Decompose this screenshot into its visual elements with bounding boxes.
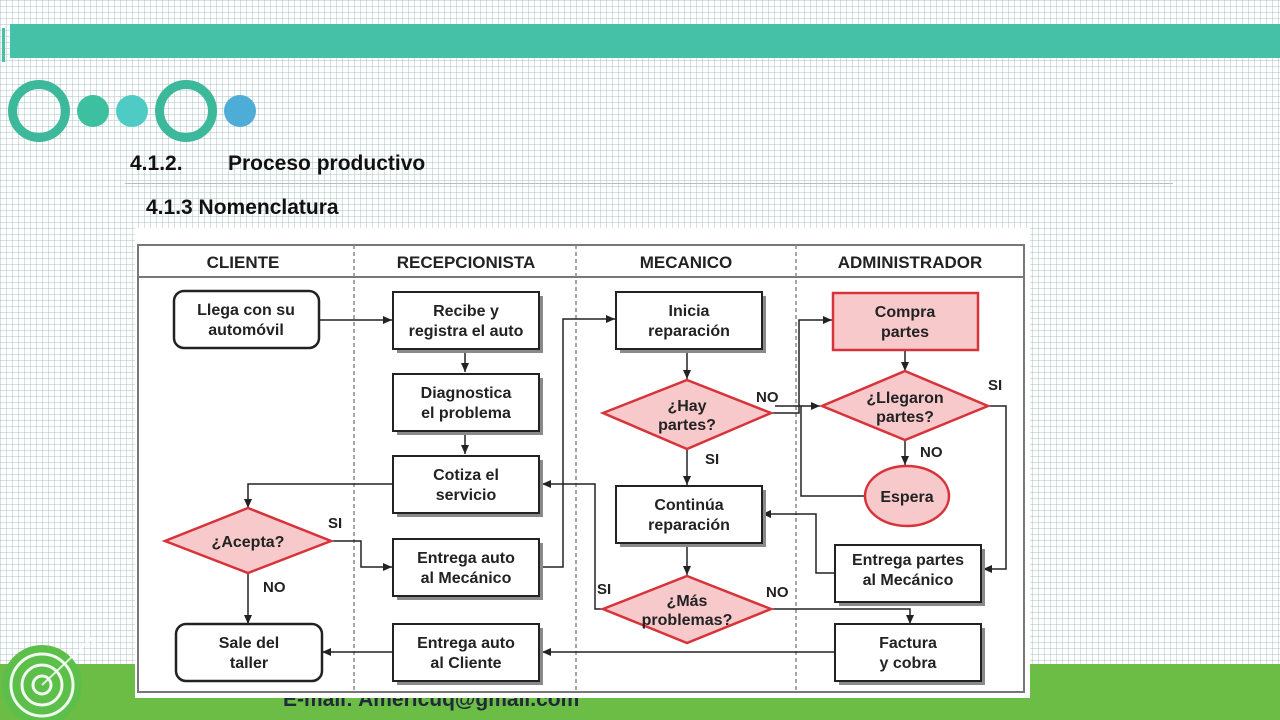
svg-text:registra el auto: registra el auto	[409, 323, 524, 340]
svg-text:partes?: partes?	[876, 409, 934, 426]
svg-text:Diagnostica: Diagnostica	[421, 385, 512, 402]
label-acepta-no: NO	[263, 579, 286, 596]
node-entrega-partes: Entrega partes al Mecánico	[834, 544, 985, 606]
node-mas-problemas: ¿Más problemas?	[599, 574, 775, 645]
svg-text:problemas?: problemas?	[642, 612, 733, 629]
arrow-entregapartes-continua	[762, 510, 835, 574]
top-left-accent	[2, 28, 5, 62]
decor-dot-3	[224, 95, 256, 127]
node-continua: Continúa reparación	[615, 485, 766, 547]
node-llegaron: ¿Llegaron partes?	[818, 369, 992, 442]
node-entrega-mecanico: Entrega auto al Mecánico	[392, 538, 543, 600]
svg-text:Sale del: Sale del	[219, 635, 279, 652]
svg-text:automóvil: automóvil	[208, 322, 284, 339]
svg-text:Espera: Espera	[880, 489, 933, 506]
arrow-entrega-inicia	[539, 315, 615, 568]
node-sale: Sale del taller	[174, 622, 324, 683]
svg-text:servicio: servicio	[436, 487, 497, 504]
svg-text:y cobra: y cobra	[880, 655, 937, 672]
top-accent-bar	[10, 24, 1280, 58]
node-acepta: ¿Acepta?	[161, 506, 335, 575]
svg-text:¿Más: ¿Más	[667, 593, 708, 610]
label-hay-si: SI	[705, 451, 719, 468]
section-heading: 4.1.2. Proceso productivo	[130, 152, 425, 176]
svg-text:al Cliente: al Cliente	[430, 655, 501, 672]
svg-text:Cotiza el: Cotiza el	[433, 467, 499, 484]
arrow-acepta-si	[331, 540, 392, 571]
flow-connectors	[244, 315, 1007, 656]
lane-header-administrador: ADMINISTRADOR	[838, 253, 983, 272]
label-mas-si: SI	[597, 581, 611, 598]
node-cotiza: Cotiza el servicio	[392, 455, 543, 517]
arrow-espera-loop	[800, 406, 864, 497]
svg-text:¿Hay: ¿Hay	[667, 398, 706, 415]
svg-text:Factura: Factura	[879, 635, 937, 652]
label-mas-no: NO	[766, 584, 789, 601]
svg-text:Recibe y: Recibe y	[433, 303, 499, 320]
svg-text:taller: taller	[230, 655, 268, 672]
node-espera: Espera	[863, 464, 951, 528]
section-number: 4.1.2.	[130, 152, 183, 175]
node-recibe: Recibe y registra el auto	[392, 291, 543, 353]
node-compra: Compra partes	[831, 291, 980, 352]
node-llega: Llega con su automóvil	[172, 289, 321, 350]
section-title: Proceso productivo	[228, 152, 426, 175]
arrow-hay-compra	[771, 316, 832, 414]
target-logo-icon	[2, 633, 97, 720]
arrow-cotiza-acepta	[244, 483, 393, 508]
svg-text:Llega con su: Llega con su	[197, 302, 295, 319]
node-entrega-cliente: Entrega auto al Cliente	[392, 623, 543, 685]
subsection-heading: 4.1.3 Nomenclatura	[146, 196, 339, 219]
svg-text:Compra: Compra	[875, 304, 936, 321]
svg-text:Entrega partes: Entrega partes	[852, 552, 964, 569]
node-factura: Factura y cobra	[834, 623, 985, 685]
svg-text:al Mecánico: al Mecánico	[421, 570, 512, 587]
lane-header-recepcionista: RECEPCIONISTA	[397, 253, 536, 272]
decor-dot-2	[116, 95, 148, 127]
decor-ring-large-1	[8, 80, 70, 142]
label-acepta-si: SI	[328, 515, 342, 532]
svg-text:Continúa: Continúa	[654, 497, 723, 514]
decor-ring-large-2	[155, 80, 217, 142]
svg-text:partes: partes	[881, 324, 929, 341]
svg-text:partes?: partes?	[658, 417, 716, 434]
svg-text:Entrega auto: Entrega auto	[417, 635, 515, 652]
label-hay-no: NO	[756, 389, 779, 406]
svg-text:reparación: reparación	[648, 323, 730, 340]
flowchart: CLIENTE RECEPCIONISTA MECANICO ADMINISTR…	[135, 228, 1030, 698]
svg-text:Entrega auto: Entrega auto	[417, 550, 515, 567]
decor-dot-1	[77, 95, 109, 127]
arrow-llegaron-si	[983, 405, 1007, 573]
svg-text:¿Acepta?: ¿Acepta?	[212, 534, 285, 551]
svg-text:reparación: reparación	[648, 517, 730, 534]
label-llegaron-no: NO	[920, 444, 943, 461]
lane-header-cliente: CLIENTE	[207, 253, 280, 272]
svg-text:al Mecánico: al Mecánico	[863, 572, 954, 589]
node-inicia: Inicia reparación	[615, 291, 766, 353]
heading-divider	[125, 183, 1173, 184]
svg-text:el problema: el problema	[421, 405, 511, 422]
node-hay-partes: ¿Hay partes?	[599, 378, 775, 451]
lane-header-mecanico: MECANICO	[640, 253, 733, 272]
svg-text:¿Llegaron: ¿Llegaron	[866, 390, 943, 407]
svg-text:Inicia: Inicia	[669, 303, 710, 320]
arrow-mas-factura	[771, 608, 914, 624]
node-diagnostica: Diagnostica el problema	[392, 373, 543, 435]
label-llegaron-si: SI	[988, 377, 1002, 394]
